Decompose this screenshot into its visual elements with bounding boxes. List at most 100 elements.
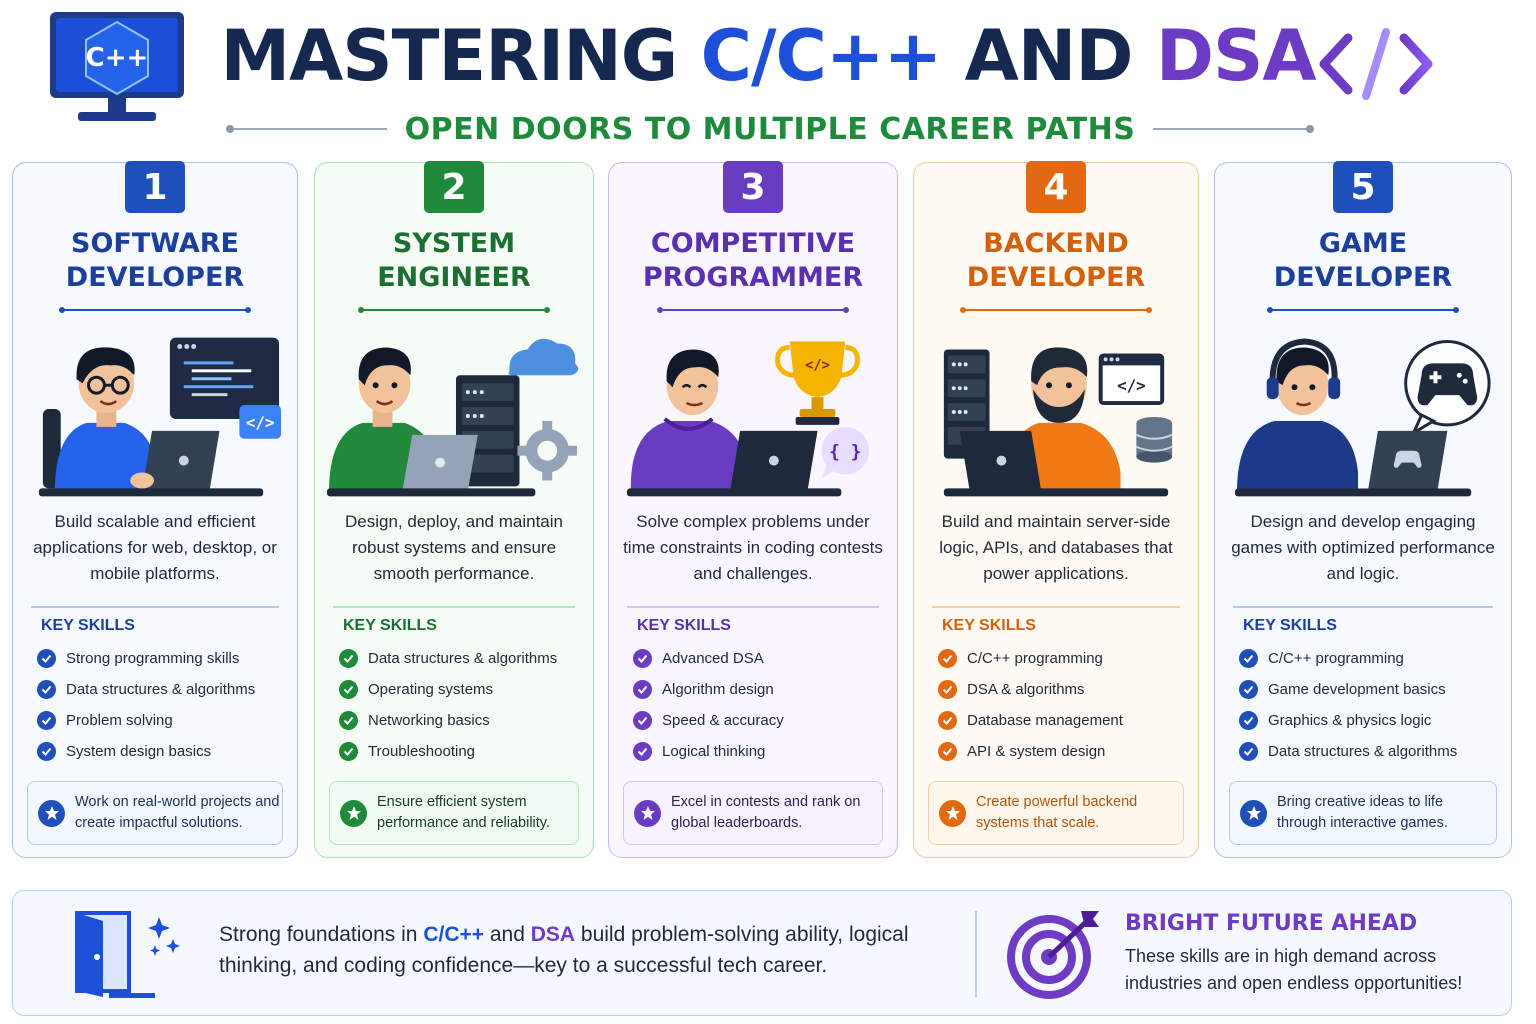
- check-icon: [633, 648, 652, 668]
- skill-item: C/C++ programming: [1239, 647, 1404, 669]
- check-icon: [37, 648, 56, 668]
- card-title-line: GAME: [1318, 228, 1408, 259]
- card-number-badge: 4: [1026, 161, 1086, 213]
- cpp-monitor-label: C++: [86, 43, 149, 73]
- skill-item: Data structures & algorithms: [37, 678, 255, 700]
- card-title-line: BACKEND: [983, 228, 1129, 259]
- check-icon: [339, 679, 358, 699]
- check-icon: [37, 741, 56, 761]
- skill-label: Game development basics: [1268, 680, 1446, 698]
- skill-item: Logical thinking: [633, 740, 765, 762]
- card-callout: Bring creative ideas to life through int…: [1229, 781, 1497, 845]
- skills-divider: [1233, 606, 1493, 608]
- check-icon: [37, 679, 56, 699]
- check-icon: [633, 679, 652, 699]
- check-icon: [1239, 741, 1258, 761]
- skill-item: DSA & algorithms: [938, 678, 1085, 700]
- subtitle-row: OPEN DOORS TO MULTIPLE CAREER PATHS: [226, 111, 1314, 147]
- callout-text: Create powerful backend systems that sca…: [976, 794, 1138, 831]
- skill-label: C/C++ programming: [1268, 649, 1404, 667]
- skill-label: API & system design: [967, 742, 1106, 760]
- card-number-badge: 1: [125, 161, 185, 213]
- callout-text: Excel in contests and rank on global lea…: [671, 794, 861, 831]
- braces-icon: { }: [829, 442, 861, 463]
- skills-divider: [31, 606, 279, 608]
- skill-item: Speed & accuracy: [633, 709, 784, 731]
- skill-item: Problem solving: [37, 709, 173, 731]
- card-title-line: DEVELOPER: [1273, 262, 1453, 293]
- trophy-code-text: </>: [805, 357, 830, 373]
- skill-item: System design basics: [37, 740, 211, 762]
- card-description: Build scalable and efficient application…: [33, 512, 277, 583]
- skill-label: Problem solving: [66, 711, 173, 729]
- skills-divider: [932, 606, 1180, 608]
- card-callout: Ensure efficient system performance and …: [329, 781, 579, 845]
- check-icon: [633, 710, 652, 730]
- bright-future-title: BRIGHT FUTURE AHEAD: [1125, 911, 1418, 936]
- skill-item: Algorithm design: [633, 678, 774, 700]
- page-title: MASTERING C/C++ AND DSA: [0, 16, 1536, 96]
- skill-label: Graphics & physics logic: [1268, 711, 1432, 729]
- title-dsa: DSA: [1155, 15, 1317, 97]
- skill-label: Data structures & algorithms: [66, 680, 256, 698]
- key-skills-heading: KEY SKILLS: [41, 617, 135, 634]
- skill-label: System design basics: [66, 742, 212, 760]
- page-subtitle: OPEN DOORS TO MULTIPLE CAREER PATHS: [404, 111, 1136, 147]
- footer-text-part: Strong foundations in: [219, 923, 424, 946]
- software-developer-illustration: </>: [38, 337, 282, 497]
- card-description: Design and develop engaging games with o…: [1231, 512, 1495, 583]
- star-icon: [1240, 799, 1267, 827]
- check-icon: [1239, 648, 1258, 668]
- footer-highlight-dsa: DSA: [530, 923, 576, 946]
- skill-item: Networking basics: [339, 709, 490, 731]
- key-skills-heading: KEY SKILLS: [637, 617, 731, 634]
- check-icon: [938, 679, 957, 699]
- footer-text-part: and: [484, 923, 531, 946]
- card-title-line: PROGRAMMER: [642, 262, 864, 293]
- star-icon: [38, 799, 65, 827]
- cpp-monitor-icon: C++: [50, 12, 184, 121]
- code-badge-text: </>: [246, 413, 275, 432]
- key-skills-heading: KEY SKILLS: [343, 617, 437, 634]
- skill-item: Advanced DSA: [633, 647, 764, 669]
- api-code-text: </>: [1117, 376, 1146, 395]
- subtitle-divider-left: [226, 125, 387, 133]
- skills-divider: [333, 606, 575, 608]
- skill-item: Operating systems: [339, 678, 493, 700]
- card-number-badge: 3: [723, 161, 783, 213]
- skill-label: Troubleshooting: [368, 742, 476, 760]
- skill-item: Data structures & algorithms: [1239, 740, 1457, 762]
- check-icon: [1239, 710, 1258, 730]
- target-icon: [1007, 911, 1099, 999]
- system-engineer-illustration: [327, 338, 579, 497]
- card-callout: Work on real-world projects and create i…: [27, 781, 283, 845]
- card-number-badge: 5: [1333, 161, 1393, 213]
- backend-developer-illustration: </>: [943, 347, 1173, 497]
- card-title-line: COMPETITIVE: [650, 228, 856, 259]
- check-icon: [1239, 679, 1258, 699]
- open-door-icon: [75, 911, 180, 998]
- skill-label: Operating systems: [368, 680, 494, 698]
- card-title-line: ENGINEER: [377, 262, 531, 293]
- skill-item: Game development basics: [1239, 678, 1446, 700]
- skill-item: C/C++ programming: [938, 647, 1103, 669]
- footer-highlight-cpp: C/C++: [423, 923, 485, 946]
- card-title-line: SOFTWARE: [71, 228, 239, 259]
- callout-text: Bring creative ideas to life through int…: [1277, 794, 1448, 831]
- title-cpp: C/C++: [700, 15, 943, 97]
- card-title-line: SYSTEM: [392, 228, 516, 259]
- footer-divider: [975, 911, 977, 997]
- skill-label: Algorithm design: [662, 680, 774, 698]
- title-divider: [960, 307, 1152, 313]
- skill-label: DSA & algorithms: [967, 680, 1085, 698]
- skill-label: Logical thinking: [662, 742, 766, 760]
- skill-item: Graphics & physics logic: [1239, 709, 1431, 731]
- card-description: Design, deploy, and maintain robust syst…: [345, 512, 563, 583]
